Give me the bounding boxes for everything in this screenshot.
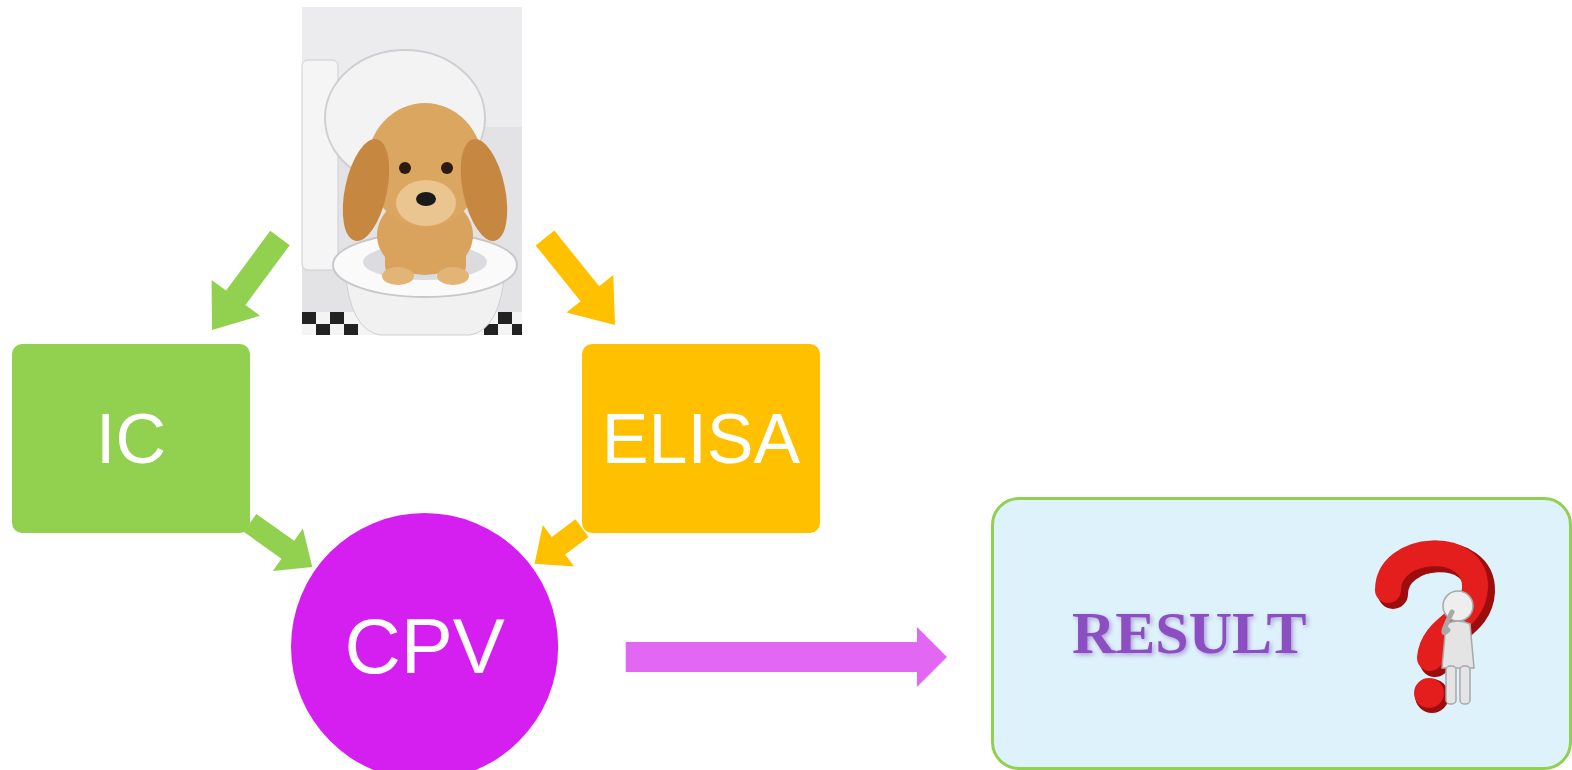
- puppy-nose: [416, 192, 436, 206]
- thinking-figure: [1442, 591, 1474, 704]
- yellow-arrow: [536, 231, 615, 326]
- green-arrow: [212, 231, 290, 330]
- puppy-ear: [453, 135, 516, 245]
- method-box: ELISA: [582, 344, 820, 533]
- method-box: IC: [12, 344, 250, 533]
- puppy-eye: [441, 162, 453, 174]
- virus-circle: CPV: [291, 513, 558, 770]
- node-label: ELISA: [602, 399, 800, 479]
- question-dot-shadow: [1415, 679, 1449, 713]
- puppy-muzzle: [396, 180, 456, 226]
- question-mark-shadow: [1393, 557, 1480, 662]
- node-label: CPV: [344, 601, 504, 692]
- question-dot: [1414, 678, 1444, 708]
- puppy-paw: [437, 267, 469, 285]
- flow-arrow: [244, 514, 313, 571]
- flow-arrow: [535, 519, 589, 566]
- result-box: RESULT: [991, 497, 1572, 770]
- puppy-eye: [399, 162, 411, 174]
- node-label: RESULT: [1072, 599, 1307, 668]
- photo-background: [302, 7, 522, 335]
- flow-arrow: [626, 627, 947, 687]
- puppy-ear: [335, 135, 398, 245]
- puppy-paw: [382, 267, 414, 285]
- puppy-photo: [302, 7, 522, 335]
- node-label: IC: [96, 399, 166, 479]
- question-mark: [1388, 553, 1475, 658]
